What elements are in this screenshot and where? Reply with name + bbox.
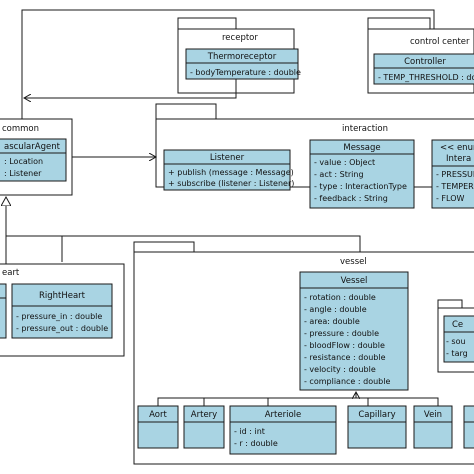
- class-vessel-attr-6: - velocity : double: [304, 365, 376, 374]
- class-message-attr-2: - type : InteractionType: [314, 182, 407, 191]
- class-controller-attr-0: - TEMP_THRESHOLD : double: [378, 73, 474, 82]
- class-vessel-attr-5: - resistance : double: [304, 353, 386, 362]
- class-vessel-attr-0: - rotation : double: [304, 293, 376, 302]
- class-partial-ce-attr-1: - targ: [446, 349, 468, 358]
- class-interaction-type-name: Intera: [446, 154, 471, 164]
- class-partial-bottom-right: [463, 405, 474, 449]
- class-artery-name: Artery: [191, 410, 217, 420]
- class-vessel-attr-4: - bloodFlow : double: [304, 341, 385, 350]
- class-thermoreceptor-name: Thermoreceptor: [207, 52, 277, 62]
- class-controller-name: Controller: [404, 57, 446, 67]
- class-vein: Vein: [413, 405, 453, 449]
- class-aort-name: Aort: [149, 410, 167, 420]
- class-vessel-attr-3: - pressure : double: [304, 329, 379, 338]
- class-partial-ce: Ce - sou - targ: [443, 315, 474, 363]
- class-aort: Aort: [137, 405, 179, 449]
- class-right-heart-name: RightHeart: [39, 291, 86, 301]
- package-interaction-label: interaction: [342, 124, 388, 134]
- class-vessel: Vessel - rotation : double - angle : dou…: [299, 271, 409, 391]
- class-arteriole-attr-1: - r : double: [234, 439, 278, 448]
- class-interaction-type: << enum Intera - PRESSUR - TEMPER - FLOW: [431, 139, 474, 209]
- class-interaction-type-attr-1: - TEMPER: [436, 182, 474, 191]
- connector-common-to-control-center: [21, 9, 435, 119]
- class-right-heart: RightHeart - pressure_in : double - pres…: [11, 283, 113, 339]
- class-interaction-type-stereotype: << enum: [440, 143, 474, 153]
- class-vessel-attr-1: - angle : double: [304, 305, 367, 314]
- class-listener: Listener + publish (message : Message) +…: [163, 149, 294, 191]
- class-listener-attr-0: + publish (message : Message): [168, 168, 294, 177]
- class-vascular-agent-attr-1: : Listener: [4, 169, 42, 178]
- class-artery: Artery: [183, 405, 225, 449]
- class-message-attr-0: - value : Object: [314, 158, 375, 167]
- class-vascular-agent-name: ascularAgent: [4, 142, 61, 152]
- class-controller: Controller - TEMP_THRESHOLD : double: [373, 53, 474, 85]
- class-thermoreceptor-attr-0: - bodyTemperature : double: [190, 68, 301, 77]
- class-vascular-agent-attr-0: : Location: [4, 157, 43, 166]
- package-common-label: common: [2, 124, 39, 134]
- class-listener-attr-1: + subscribe (listener : Listener): [168, 179, 294, 188]
- class-partial-ce-attr-0: - sou: [446, 337, 466, 346]
- class-interaction-type-attr-2: - FLOW: [436, 194, 465, 203]
- class-vein-name: Vein: [424, 410, 442, 420]
- class-message-name: Message: [343, 143, 380, 153]
- class-thermoreceptor: Thermoreceptor - bodyTemperature : doubl…: [185, 48, 301, 80]
- package-heart-label: eart: [2, 268, 20, 278]
- class-arteriole: Arteriole - id : int - r : double: [229, 405, 337, 455]
- class-capillary-name: Capillary: [358, 410, 395, 420]
- class-arteriole-attr-0: - id : int: [234, 427, 265, 436]
- package-receptor-label: receptor: [222, 33, 258, 43]
- class-left-heart-partial: [0, 283, 7, 339]
- package-vessel-label: vessel: [340, 257, 367, 267]
- class-capillary: Capillary: [347, 405, 407, 449]
- class-right-heart-attr-1: - pressure_out : double: [16, 324, 108, 333]
- class-vessel-name: Vessel: [341, 276, 368, 286]
- class-message-attr-3: - feedback : String: [314, 194, 388, 203]
- class-listener-name: Listener: [210, 153, 245, 163]
- class-message-attr-1: - act : String: [314, 170, 364, 179]
- class-vessel-attr-7: - compliance : double: [304, 377, 390, 386]
- class-vascular-agent: ascularAgent : Location : Listener: [0, 138, 67, 182]
- class-message: Message - value : Object - act : String …: [309, 139, 415, 209]
- class-arteriole-name: Arteriole: [265, 410, 302, 420]
- package-control-center-label: control center: [410, 37, 470, 47]
- class-vessel-attr-2: - area: double: [304, 317, 360, 326]
- class-right-heart-attr-0: - pressure_in : double: [16, 312, 102, 321]
- class-partial-ce-name: Ce: [452, 320, 463, 330]
- class-interaction-type-attr-0: - PRESSUR: [436, 170, 474, 179]
